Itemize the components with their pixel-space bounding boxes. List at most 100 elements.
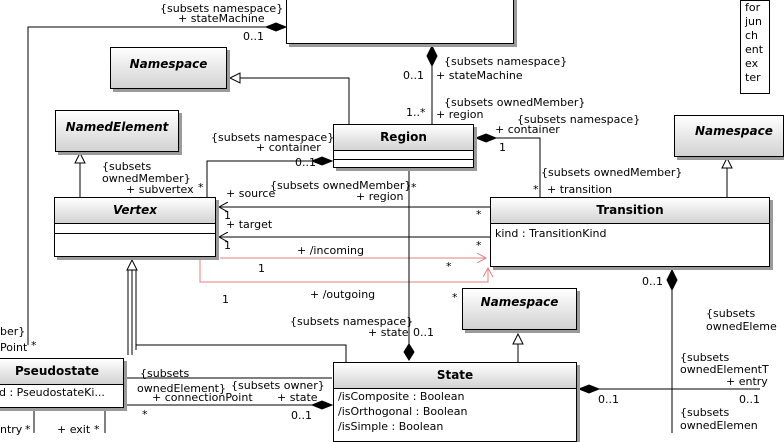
generalization-subclasses-vertex <box>126 258 347 362</box>
label-source-role: + source <box>226 187 276 200</box>
generalization-state-namespace <box>512 332 524 362</box>
class-state[interactable]: State /isComposite : Boolean /isOrthogon… <box>333 362 577 442</box>
class-pseudostate[interactable]: Pseudostate d : PseudostateKi... <box>0 358 124 408</box>
label-ps-left-star: * <box>31 339 37 352</box>
label-region-owned-subsets: {subsets ownedMember} <box>444 96 586 109</box>
label-target-mult: 1 <box>224 239 231 252</box>
transition-kind-attr: kind : TransitionKind <box>495 227 607 240</box>
class-namedelement[interactable]: NamedElement <box>55 110 179 152</box>
label-trans-owned-subsets: {subsets ownedMember} <box>541 166 683 179</box>
label-trans-region-role: + region <box>356 190 404 203</box>
class-namespace-top[interactable]: Namespace <box>110 47 227 89</box>
association-state-entry <box>577 384 760 394</box>
label-region-cont-right-role: + container <box>495 123 560 136</box>
label-region-owned-role: + region <box>436 108 484 121</box>
label-region-cont-left-role: + container <box>256 141 321 154</box>
label-ps-owned: ownedElement} <box>137 382 226 395</box>
label-trans-star1: * <box>476 208 482 221</box>
class-name: Namespace <box>463 289 576 329</box>
statemachine-box-fragment[interactable] <box>286 0 514 44</box>
label-ps-exit: + exit <box>57 423 91 436</box>
state-attr-iscomposite: /isComposite : Boolean <box>338 390 465 403</box>
class-namespace-mid[interactable]: Namespace <box>462 288 577 330</box>
pseudostate-kind-attr: d : PseudostateKi... <box>0 386 105 399</box>
label-sm-region-mult: 0..1 <box>403 69 424 82</box>
derived-incoming-outgoing <box>199 258 488 283</box>
label-right-subsets2: {subsets <box>680 351 730 364</box>
label-subvertex-subsets1: {subsets <box>102 160 152 173</box>
label-region-cont-right-subsets: {subsets namespace} <box>517 113 641 126</box>
label-right-owned1: ownedEleme <box>706 320 777 333</box>
label-owner-subsets: {subsets owner} <box>231 379 325 392</box>
literal-0: for <box>745 1 761 14</box>
label-trans-bottom-mult: 0..1 <box>642 275 663 288</box>
class-name: Namespace <box>111 48 226 88</box>
label-trans-region-subsets: {subsets ownedMember} <box>270 179 412 192</box>
label-ps-conn-role: + connectionPoint <box>152 391 253 404</box>
diagram-connectors <box>27 22 760 433</box>
generalization-transition-namespace <box>721 156 733 197</box>
class-name: NamedElement <box>56 111 178 151</box>
association-pseudostate-state <box>124 377 334 410</box>
label-sm-region-subsets: {subsets namespace} <box>444 55 568 68</box>
label-region-cont-right-mult: 1 <box>499 141 506 154</box>
label-region-star: * <box>411 181 417 194</box>
label-trans-owned-role: + transition <box>547 183 613 196</box>
class-name: Transition <box>491 198 769 224</box>
label-owner-role: + state <box>277 391 318 404</box>
label-incoming-mult-right: * <box>446 260 452 273</box>
label-subvertex-role: + subvertex <box>126 183 194 196</box>
label-trans-star2: * <box>476 239 482 252</box>
label-region-owned-mult: 1..* <box>406 106 426 119</box>
class-namespace-right[interactable]: Namespace <box>674 115 784 157</box>
label-right-mult-01b: 0..1 <box>739 393 760 406</box>
label-outgoing-mult-left: 1 <box>222 293 229 306</box>
generalization-vertex-namedelement <box>74 151 86 197</box>
label-incoming-mult-left: 1 <box>258 262 265 275</box>
class-name: Pseudostate <box>0 359 123 385</box>
literal-2: ch <box>745 29 759 42</box>
transitionkind-literals-box[interactable]: for jun ch ent ex ter <box>740 0 770 94</box>
label-sm-region-role: + stateMachine <box>436 69 523 82</box>
label-region-cont-left-subsets: {subsets namespace} <box>211 131 335 144</box>
label-sm-top-subsets: {subsets namespace} <box>160 2 284 15</box>
label-subvertex-subsets2: ownedMember} <box>102 172 191 185</box>
label-incoming-role: + /incoming <box>297 244 364 257</box>
label-ps-bottom-star1: * <box>25 423 31 436</box>
class-name: Region <box>334 125 473 151</box>
association-region-subvertex <box>206 156 334 197</box>
label-right-entry: + entry <box>726 375 768 388</box>
literal-4: ex <box>745 57 759 70</box>
association-transition-bottom <box>666 268 678 433</box>
label-ps-bottom-left: ntry <box>0 423 23 436</box>
label-right-subsets3: {subsets <box>680 406 730 419</box>
label-right-owned3: ownedElemen <box>680 419 758 432</box>
class-region[interactable]: Region <box>333 124 474 168</box>
class-vertex[interactable]: Vertex <box>54 197 216 257</box>
literal-5: ter <box>745 71 761 84</box>
association-region-state <box>403 168 415 361</box>
label-state-region-role: + state <box>368 326 409 339</box>
label-sm-top-role: + stateMachine <box>178 12 265 25</box>
label-ps-subsets: {subsets <box>140 367 190 380</box>
label-state-region-subsets: {subsets namespace} <box>290 315 414 328</box>
label-ps-left-2: Point <box>0 341 28 354</box>
label-sm-top-mult: 0..1 <box>243 30 264 43</box>
label-trans-owned-mult: * <box>533 183 539 196</box>
label-target-role: + target <box>226 218 273 231</box>
label-right-mult-01a: 0..1 <box>598 393 619 406</box>
label-source-mult: 1 <box>224 209 231 222</box>
class-transition[interactable]: Transition kind : TransitionKind <box>490 197 770 267</box>
label-right-subsets1: {subsets <box>706 307 756 320</box>
generalization-region-namespace <box>228 72 350 124</box>
literal-1: jun <box>745 15 762 28</box>
state-attr-issimple: /isSimple : Boolean <box>338 420 444 433</box>
class-name: State <box>334 363 576 389</box>
label-subvertex-mult: * <box>198 181 204 194</box>
label-right-owned2: ownedElementT <box>680 363 769 376</box>
label-state-region-mult: 0..1 <box>413 326 434 339</box>
label-ps-bottom-star2: * <box>94 423 100 436</box>
label-ps-conn-mult: * <box>142 408 148 421</box>
class-name: Vertex <box>55 198 215 224</box>
label-owner-mult: 0..1 <box>291 409 312 422</box>
